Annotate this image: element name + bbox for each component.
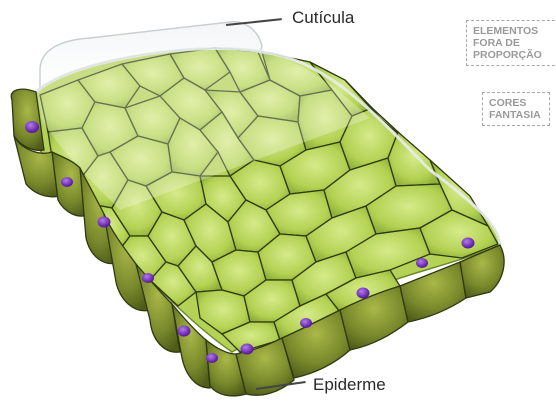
tag-line: CORES — [489, 97, 545, 109]
tag-line: FORA DE — [473, 37, 555, 49]
tag-line: ELEMENTOS — [473, 25, 555, 37]
epidermis-label: Epiderme — [313, 375, 386, 395]
tag-line: PROPORÇÃO — [473, 49, 555, 61]
fantasy-colors-tag: CORES FANTASIA — [482, 92, 550, 126]
cuticle-label: Cutícula — [292, 8, 354, 28]
tag-line: FANTASIA — [489, 109, 545, 121]
out-of-proportion-tag: ELEMENTOS FORA DE PROPORÇÃO — [466, 20, 556, 66]
